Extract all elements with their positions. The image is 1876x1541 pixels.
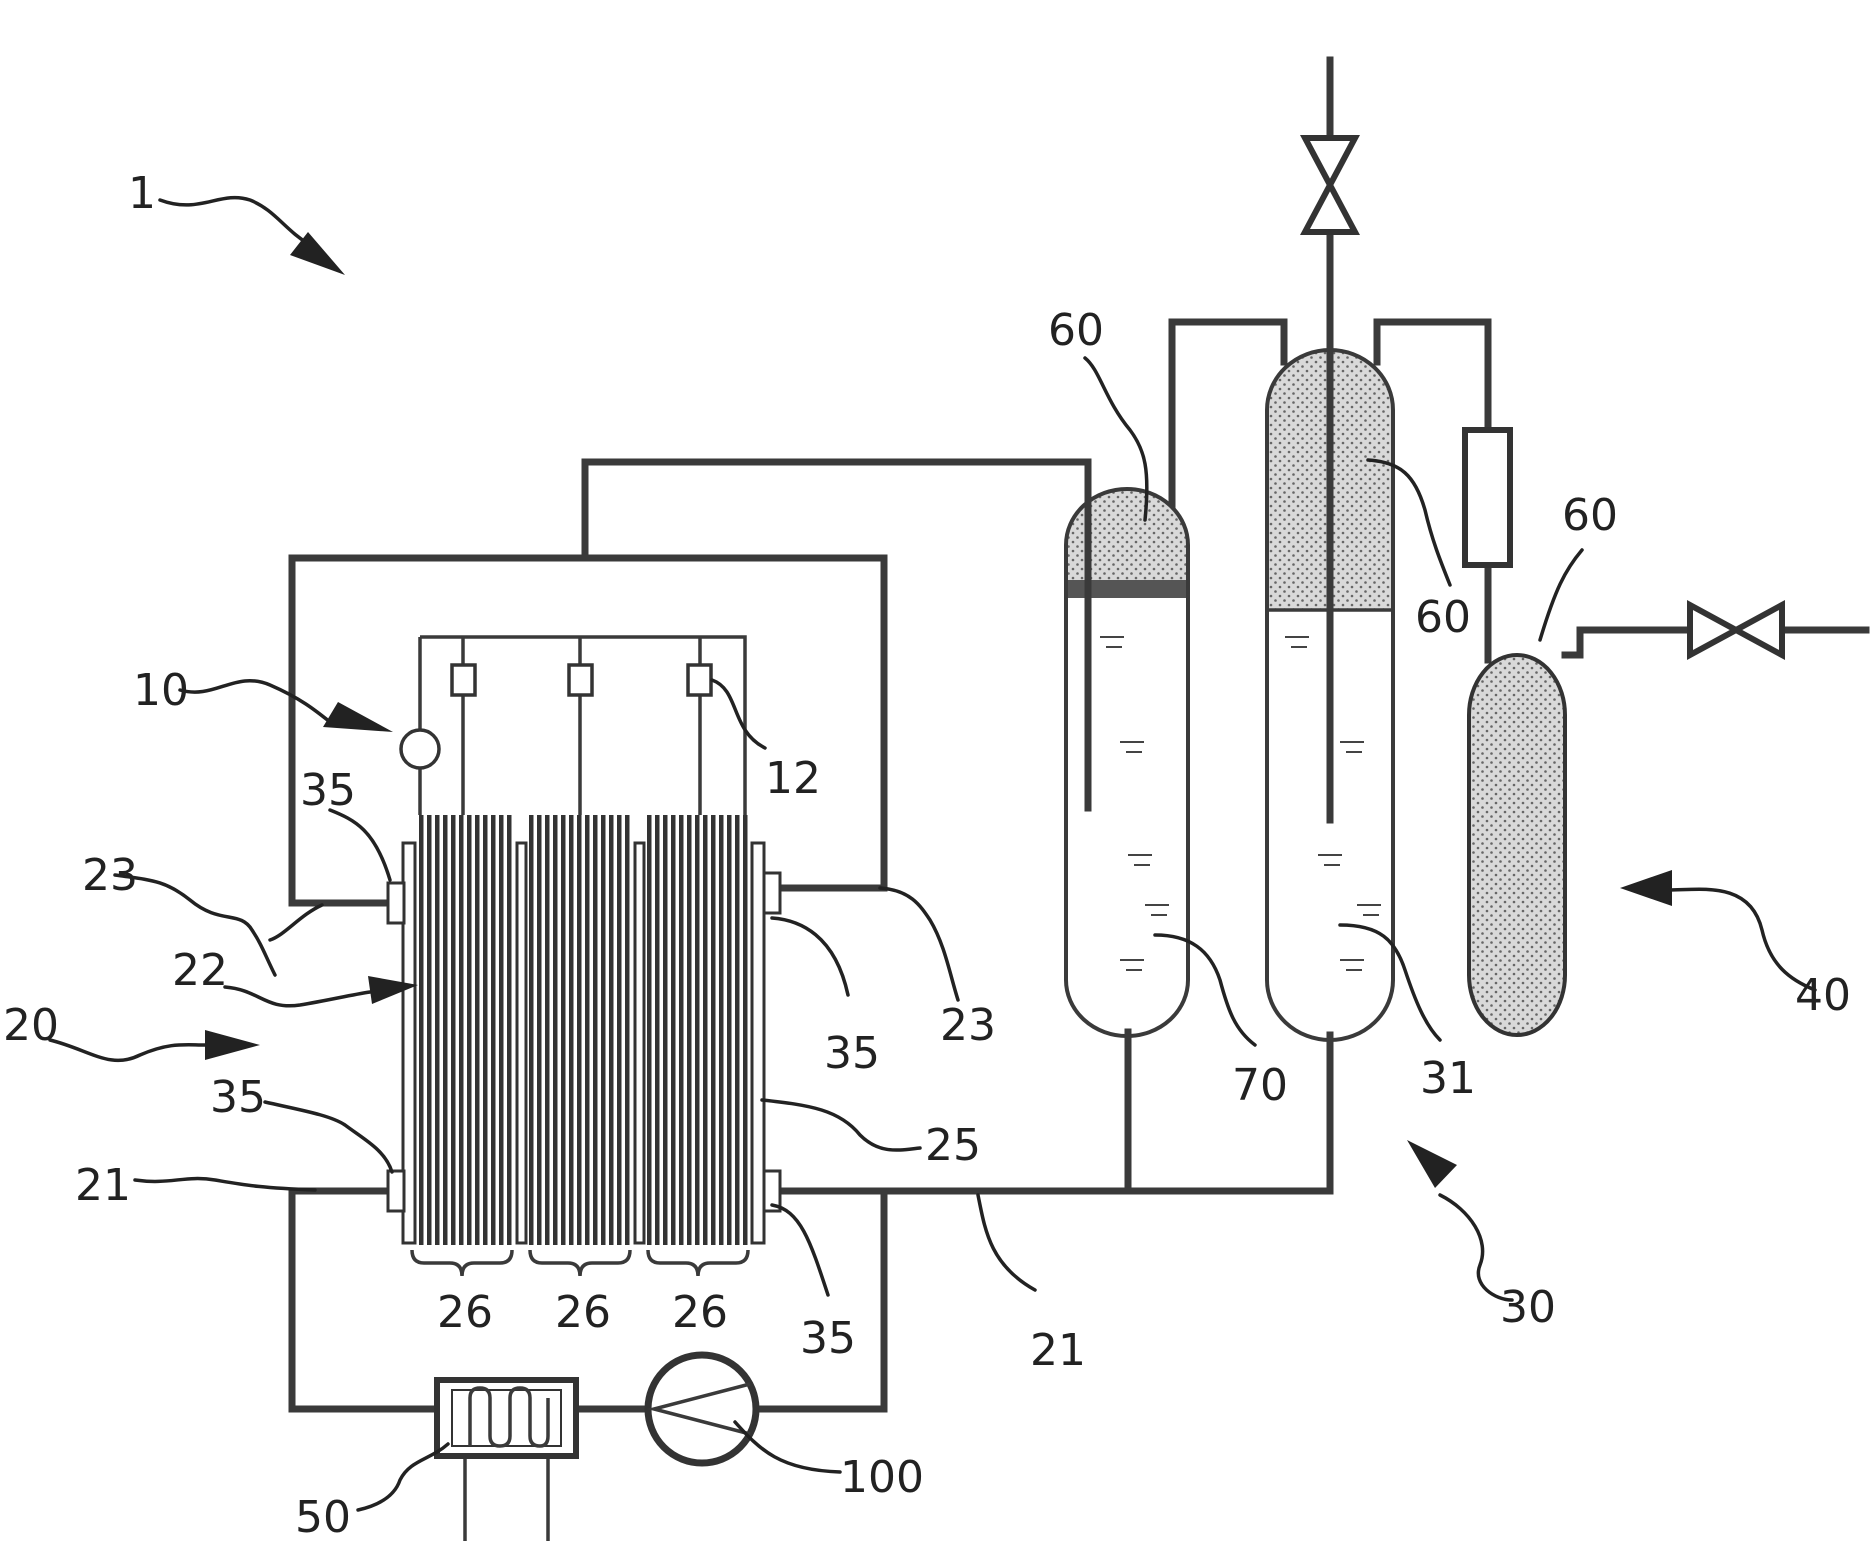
cell-plate bbox=[483, 815, 488, 1245]
cell-plate bbox=[601, 815, 606, 1245]
cell-plate bbox=[671, 815, 676, 1245]
sensor-box-1 bbox=[452, 665, 475, 695]
seal-bottom-left bbox=[388, 1171, 404, 1211]
cell-plate bbox=[435, 815, 440, 1245]
cell-plate bbox=[537, 815, 542, 1245]
cell-plate bbox=[545, 815, 550, 1245]
cell-plate bbox=[679, 815, 684, 1245]
label-stack-body: 22 bbox=[172, 945, 228, 996]
label-tank-section: 40 bbox=[1795, 970, 1851, 1021]
label-separator-section: 30 bbox=[1500, 1282, 1556, 1333]
label-cell-group-3: 26 bbox=[672, 1287, 728, 1338]
cell-plate bbox=[695, 815, 700, 1245]
seal-top-left bbox=[388, 883, 404, 923]
cell-plate bbox=[687, 815, 692, 1245]
label-sensor: 12 bbox=[765, 753, 821, 804]
label-cell-group-1: 26 bbox=[437, 1287, 493, 1338]
label-system: 1 bbox=[128, 168, 156, 219]
label-electrolyser: 10 bbox=[133, 665, 189, 716]
label-seal-top-left: 35 bbox=[300, 765, 356, 816]
cell-plate bbox=[727, 815, 732, 1245]
cell-plate bbox=[491, 815, 496, 1245]
label-end-plate: 25 bbox=[925, 1120, 981, 1171]
storage-tank bbox=[1469, 655, 1565, 1035]
cell-plate bbox=[499, 815, 504, 1245]
cell-plate bbox=[507, 815, 512, 1245]
label-gas-region-3: 60 bbox=[1562, 490, 1618, 541]
electrolyser-stack bbox=[388, 637, 780, 1276]
label-pump: 100 bbox=[840, 1452, 924, 1503]
end-plate-right bbox=[752, 843, 764, 1243]
cell-plate bbox=[711, 815, 716, 1245]
label-gas-region-1: 60 bbox=[1048, 305, 1104, 356]
cell-plate bbox=[459, 815, 464, 1245]
piping bbox=[292, 60, 1866, 1541]
label-pipe-upper-left: 23 bbox=[82, 850, 138, 901]
cell-plate bbox=[561, 815, 566, 1245]
valve-top bbox=[1305, 138, 1355, 232]
cell-plate bbox=[655, 815, 660, 1245]
cell-plate bbox=[553, 815, 558, 1245]
cell-plate bbox=[609, 815, 614, 1245]
sensor-box-3 bbox=[688, 665, 711, 695]
cell-plate bbox=[719, 815, 724, 1245]
label-pipe-lower-left: 21 bbox=[75, 1160, 131, 1211]
cell-plate bbox=[419, 815, 424, 1245]
cell-plate bbox=[427, 815, 432, 1245]
cell-plate bbox=[577, 815, 582, 1245]
cell-plate bbox=[593, 815, 598, 1245]
separator-plate-2 bbox=[635, 843, 644, 1243]
sensor-circle bbox=[401, 730, 439, 768]
second-vessel bbox=[1066, 489, 1188, 1036]
label-second-vessel: 70 bbox=[1232, 1060, 1288, 1111]
label-pipe-upper-right: 23 bbox=[940, 1000, 996, 1051]
label-separator-vessel: 31 bbox=[1420, 1053, 1476, 1104]
label-seal-bottom-right: 35 bbox=[800, 1313, 856, 1364]
valve-right bbox=[1690, 605, 1782, 655]
pump bbox=[648, 1355, 756, 1463]
sensor-box-2 bbox=[569, 665, 592, 695]
seal-top-right bbox=[764, 873, 780, 913]
label-cell-group-2: 26 bbox=[555, 1287, 611, 1338]
label-seal-top-right: 35 bbox=[824, 1028, 880, 1079]
separator-plate-1 bbox=[517, 843, 526, 1243]
label-heat-exchanger: 50 bbox=[295, 1492, 351, 1541]
cell-plate bbox=[475, 815, 480, 1245]
cell-plate bbox=[569, 815, 574, 1245]
label-gas-region-2: 60 bbox=[1415, 592, 1471, 643]
cell-plate bbox=[451, 815, 456, 1245]
cell-plate bbox=[585, 815, 590, 1245]
label-stack: 20 bbox=[3, 1000, 59, 1051]
cell-plate bbox=[443, 815, 448, 1245]
label-seal-bottom-left: 35 bbox=[210, 1072, 266, 1123]
liquid-level-marks bbox=[1100, 637, 1381, 970]
cell-plate bbox=[467, 815, 472, 1245]
heat-exchanger bbox=[437, 1380, 576, 1456]
cell-plate bbox=[703, 815, 708, 1245]
label-pipe-lower-right: 21 bbox=[1030, 1325, 1086, 1376]
reference-labels: 1 10 12 35 23 22 20 35 23 35 25 21 26 26… bbox=[3, 168, 1851, 1541]
cell-plate bbox=[647, 815, 652, 1245]
cell-plate bbox=[735, 815, 740, 1245]
cell-plate bbox=[625, 815, 630, 1245]
cell-plate bbox=[663, 815, 668, 1245]
filter bbox=[1465, 430, 1510, 565]
cell-plate bbox=[617, 815, 622, 1245]
cell-plate bbox=[529, 815, 534, 1245]
cell-plate bbox=[743, 815, 748, 1245]
